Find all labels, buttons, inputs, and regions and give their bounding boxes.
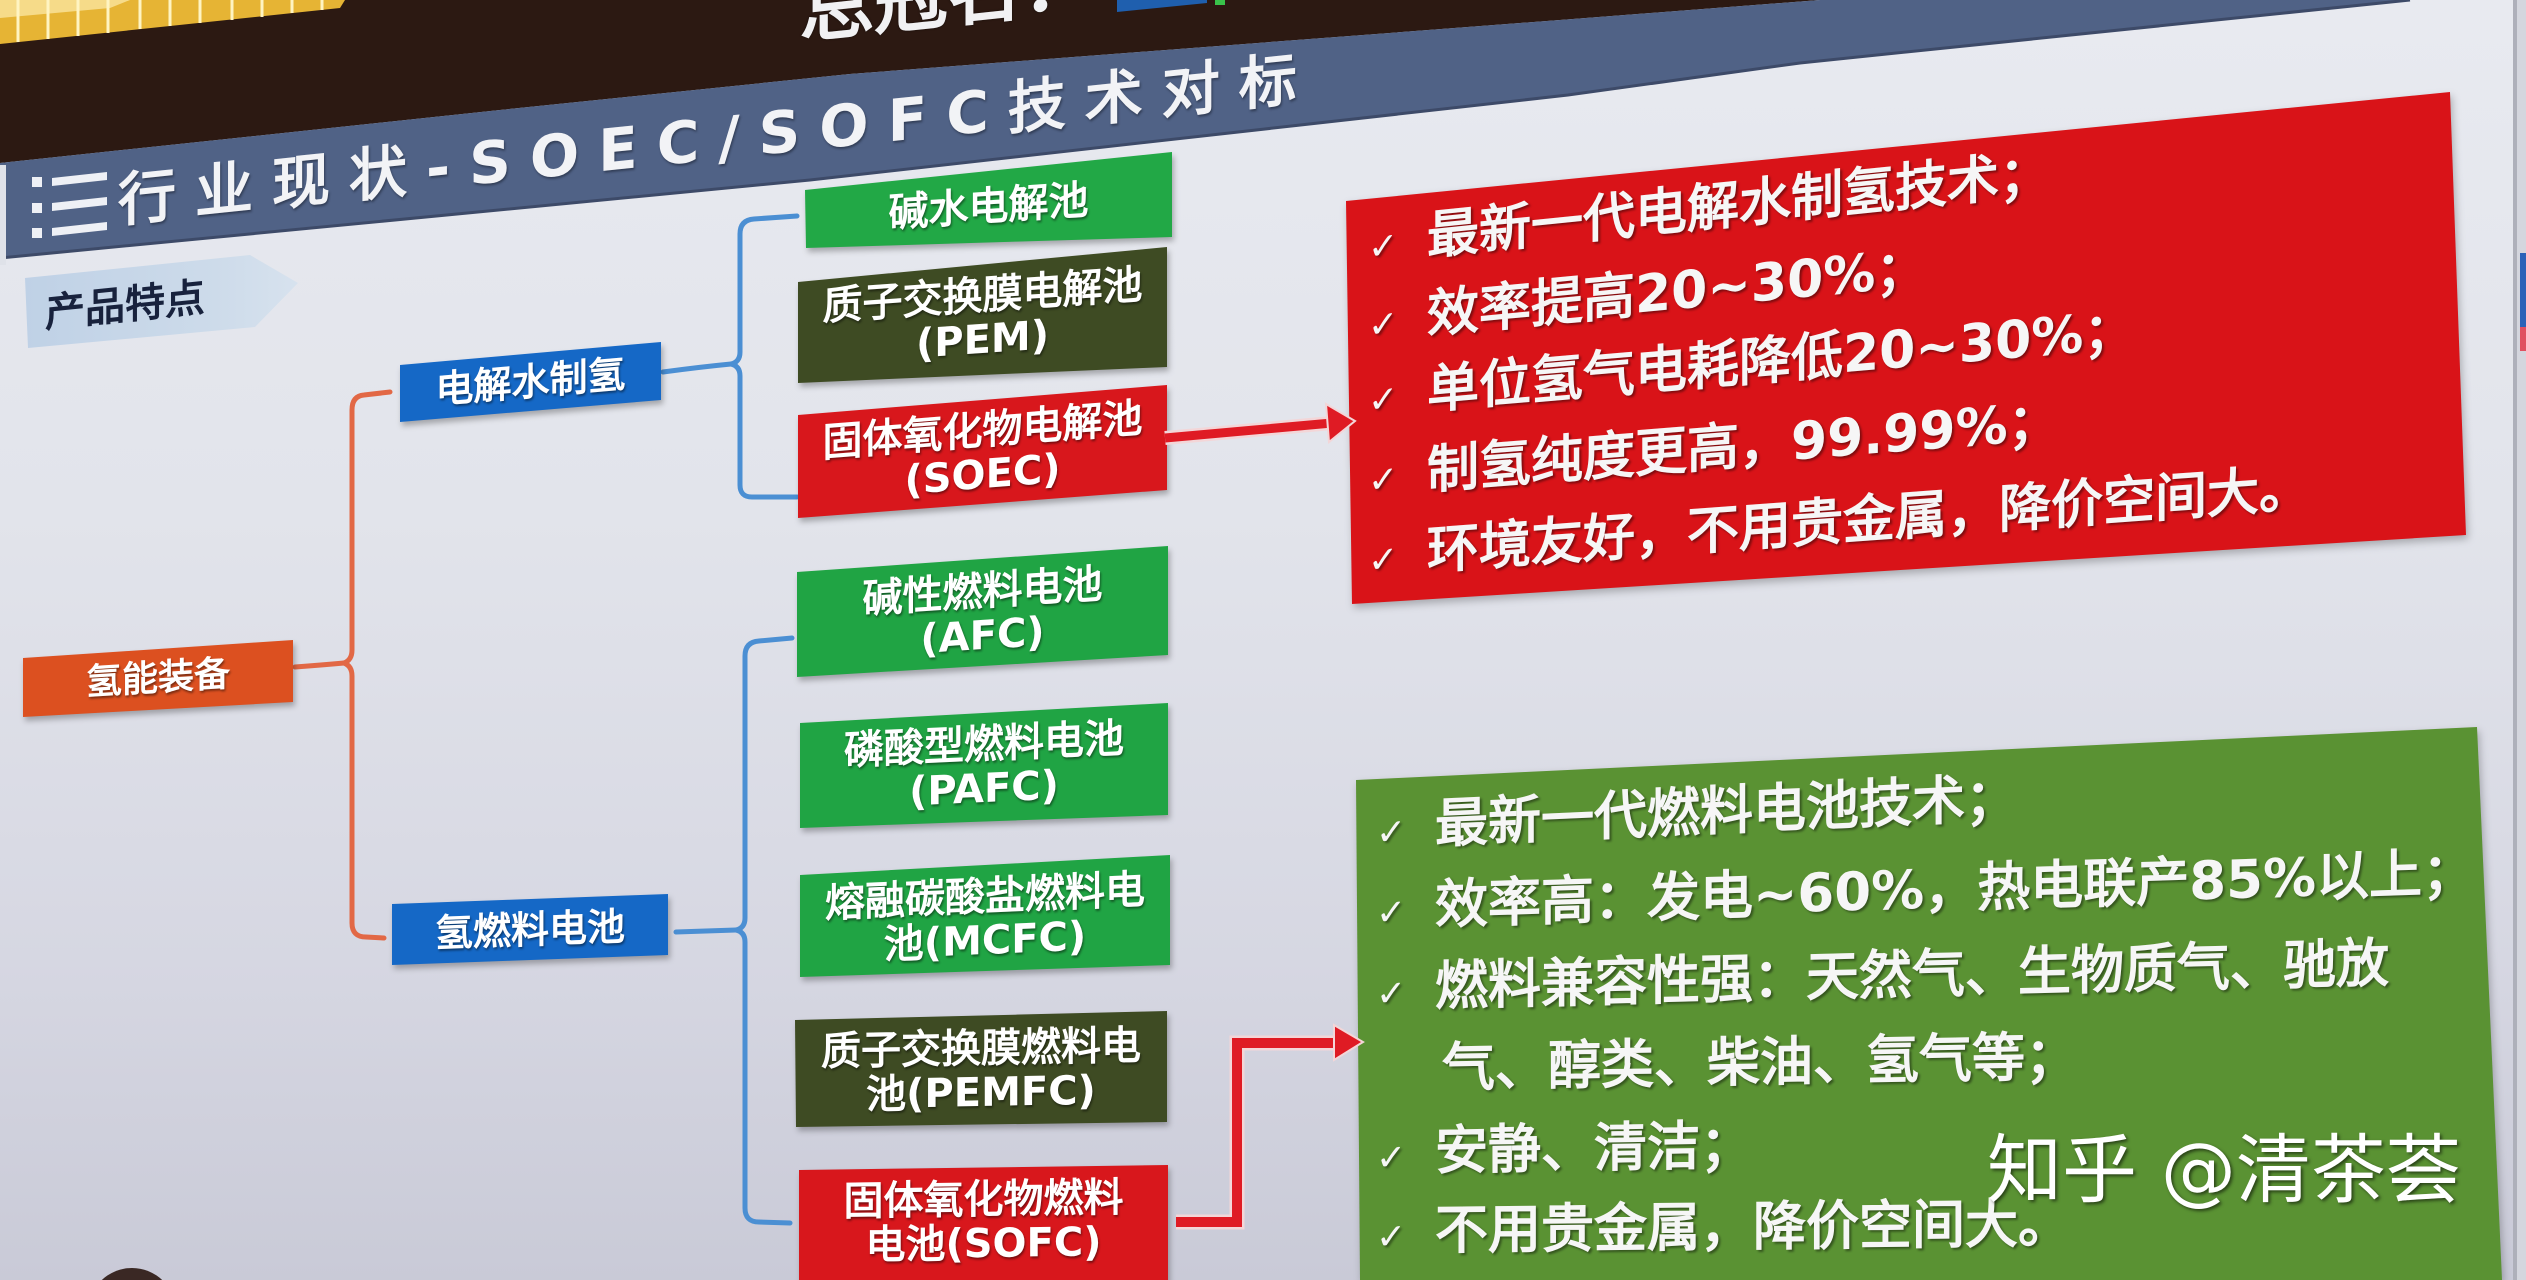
title-band-shadow bbox=[0, 0, 2411, 260]
leaf-node-pafc bbox=[800, 703, 1168, 828]
screen-bezel bbox=[2513, 0, 2517, 1280]
slide-left-edge bbox=[0, 165, 6, 265]
adjacent-screen-fragment bbox=[2520, 327, 2526, 351]
fuel-cell-bracket bbox=[673, 635, 795, 1226]
list-icon bbox=[32, 172, 107, 238]
leaf-node-pemfc bbox=[795, 1011, 1167, 1127]
adjacent-screen-fragment bbox=[2520, 253, 2526, 327]
leaf-node-sofc bbox=[799, 1165, 1168, 1280]
audience-head-silhouette bbox=[101, 1268, 163, 1280]
stage-lights bbox=[0, 0, 345, 44]
arrow-right-icon bbox=[1176, 1023, 1365, 1230]
screen-bezel-edge bbox=[2517, 0, 2526, 1280]
sofc-feature-panel bbox=[1356, 727, 2502, 1280]
leaf-node-pem-electrolyzer bbox=[798, 247, 1167, 383]
leaf-node-soec bbox=[798, 385, 1167, 518]
electrolysis-bracket bbox=[660, 213, 800, 500]
watermark: 知乎 @清茶荟 bbox=[1987, 1126, 2461, 1214]
leaf-node-afc bbox=[797, 546, 1168, 677]
branch-node-fuel-cells bbox=[392, 894, 668, 965]
root-node bbox=[23, 640, 293, 717]
leaf-node-alkaline-electrolyzer bbox=[805, 152, 1172, 248]
branch-node-electrolysis bbox=[400, 342, 661, 422]
root-bracket bbox=[292, 389, 393, 941]
leaf-node-mcfc bbox=[800, 855, 1170, 977]
arrow-right-icon bbox=[1164, 402, 1357, 445]
title-band bbox=[0, 0, 2410, 258]
soec-feature-panel bbox=[1346, 92, 2466, 604]
sponsor-logo-fragment bbox=[1117, 0, 1225, 12]
dark-stage-background bbox=[0, 0, 1820, 163]
